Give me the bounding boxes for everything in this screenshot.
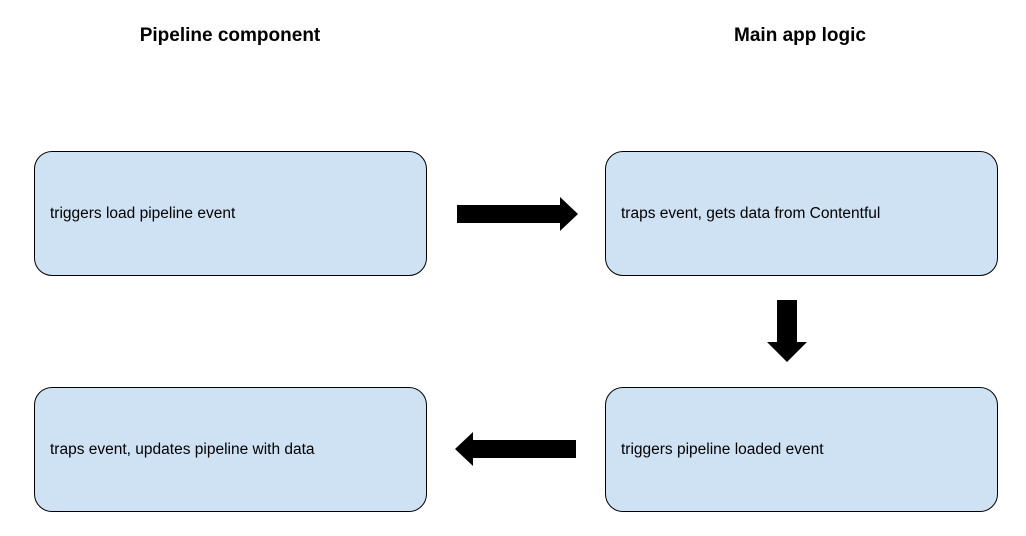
column-title-pipeline-component: Pipeline component <box>139 25 321 46</box>
node-trigger-load-pipeline: triggers load pipeline event <box>34 151 427 276</box>
node-label: traps event, updates pipeline with data <box>50 440 315 458</box>
arrow-left-icon <box>455 432 576 466</box>
node-trigger-pipeline-loaded: triggers pipeline loaded event <box>605 387 998 512</box>
node-label: triggers load pipeline event <box>50 204 236 222</box>
arrow-right-icon <box>457 197 578 231</box>
column-title-main-app-logic: Main app logic <box>734 25 866 46</box>
node-label: triggers pipeline loaded event <box>621 440 824 458</box>
node-trap-event-get-data: traps event, gets data from Contentful <box>605 151 998 276</box>
node-trap-event-update-pipeline: traps event, updates pipeline with data <box>34 387 427 512</box>
arrow-down-icon <box>767 300 807 362</box>
node-label: traps event, gets data from Contentful <box>621 204 881 222</box>
